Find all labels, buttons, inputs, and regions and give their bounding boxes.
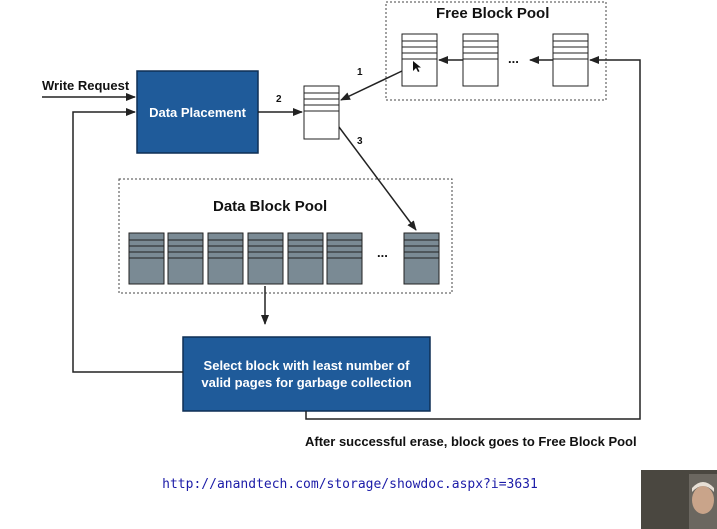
select-block-line-2: valid pages for garbage collection (201, 375, 412, 390)
data-placement-label: Data Placement (149, 104, 246, 120)
data-placement-box (136, 70, 259, 154)
step-2-label: 2 (276, 94, 282, 105)
data-block-pool-title: Data Block Pool (213, 198, 328, 215)
feedback-loop-arrow (72, 108, 183, 373)
arrow-step-1 (340, 70, 403, 101)
source-url[interactable]: http://anandtech.com/storage/showdoc.asp… (162, 477, 538, 492)
data-pool-ellipsis: ... (377, 245, 388, 260)
select-block-box (182, 336, 431, 412)
arrow-step-3 (338, 126, 417, 231)
free-block-3 (552, 33, 589, 87)
free-block-pool-title: Free Block Pool (436, 5, 550, 22)
step-1-label: 1 (357, 67, 363, 78)
presenter-video-icon (641, 470, 717, 529)
data-block (128, 232, 165, 285)
after-erase-label: After successful erase, block goes to Fr… (305, 434, 637, 449)
write-request-label: Write Request (42, 78, 130, 93)
free-block-1 (401, 33, 438, 87)
free-block-2 (462, 33, 499, 87)
data-block (287, 232, 324, 285)
free-block-pool-container (385, 1, 607, 101)
data-block (403, 232, 440, 285)
data-block (326, 232, 363, 285)
cursor-icon (413, 61, 421, 72)
data-block (167, 232, 204, 285)
select-block-line-1: Select block with least number of (203, 358, 410, 373)
erase-loop-arrow (305, 56, 641, 420)
data-block (207, 232, 244, 285)
data-block (247, 232, 284, 285)
target-block (303, 85, 340, 140)
step-3-label: 3 (357, 136, 363, 147)
free-pool-ellipsis: ... (508, 51, 519, 66)
select-block-label: Select block with least number of valid … (183, 337, 430, 411)
data-block-pool-container (118, 178, 453, 294)
